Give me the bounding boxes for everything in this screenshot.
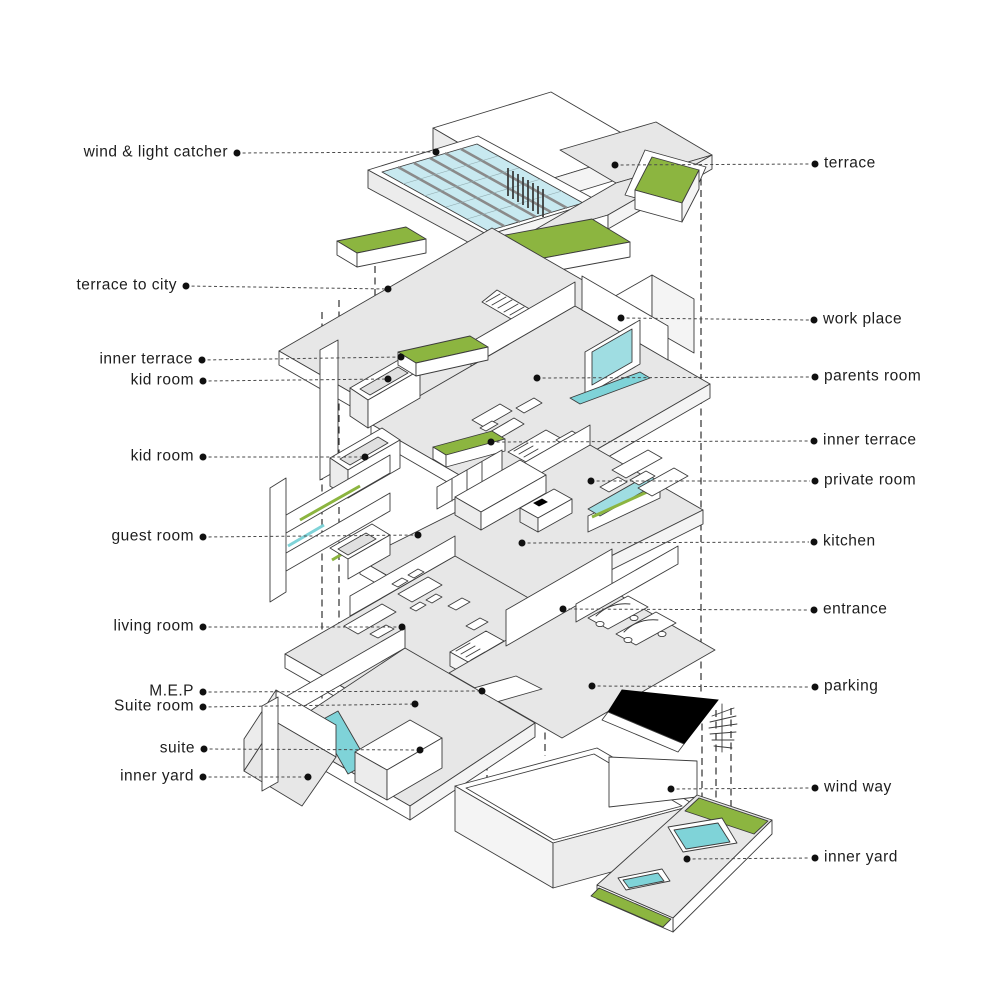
louver-slats: [508, 168, 543, 217]
label-kid-room-1: kid room: [130, 371, 194, 389]
leader-lines-right: [487, 160, 819, 863]
leader-entrance: [563, 609, 809, 610]
inner-yard-plate: [591, 795, 772, 932]
floor-ground: [244, 628, 772, 932]
leader-parents-room: [537, 377, 810, 378]
kitchen-island: [520, 489, 572, 532]
spiral-stairs: [709, 704, 737, 752]
yard-water-strip: [618, 869, 670, 890]
parents-window: [570, 320, 650, 404]
yard-planter-band-sw: [591, 888, 671, 927]
stair-guard-green: [433, 431, 505, 467]
leader-guest-room: [203, 535, 418, 537]
label-work-place: work place: [823, 310, 903, 328]
label-kid-room-2: kid room: [130, 447, 194, 465]
label-parents-room: parents room: [824, 367, 922, 385]
leader-suite-room: [203, 704, 415, 707]
terrace-planter: [625, 150, 706, 222]
label-terrace: terrace: [824, 154, 876, 172]
label-terrace-to-city: terrace to city: [76, 276, 177, 294]
building-axonometric: [244, 92, 772, 932]
leader-inner-yard-right: [687, 858, 810, 859]
label-inner-terrace-right: inner terrace: [823, 431, 917, 449]
label-inner-yard-right: inner yard: [824, 848, 898, 866]
kitchen-counters: [437, 450, 546, 530]
parking-ramp-black: [602, 690, 718, 752]
label-parking: parking: [824, 677, 879, 695]
roof-terrace: [512, 122, 712, 257]
label-kitchen: kitchen: [823, 532, 876, 550]
leader-lines-left: [182, 148, 486, 781]
label-living-room: living room: [113, 617, 194, 635]
label-suite-room: Suite room: [114, 697, 194, 715]
leader-mep: [203, 691, 482, 692]
suite-box: [355, 720, 442, 800]
leader-wind-light-catcher: [237, 152, 436, 153]
label-private-room: private room: [824, 471, 917, 489]
private-room-sofas: [600, 450, 688, 496]
label-inner-terrace-left: inner terrace: [99, 350, 193, 368]
suite-wing: [244, 628, 535, 820]
label-inner-yard-left: inner yard: [120, 767, 194, 785]
label-wind-way: wind way: [824, 778, 892, 796]
leader-suite: [204, 749, 420, 750]
parents-sofa-set: [472, 398, 542, 438]
cars: [588, 596, 676, 645]
rear-wall: [350, 536, 455, 616]
label-guest-room: guest room: [111, 527, 194, 545]
garage-back-wall: [576, 546, 678, 622]
leader-wind-way: [671, 788, 810, 789]
yard-pool: [668, 818, 737, 852]
leader-parking: [592, 686, 810, 687]
label-mep: M.E.P: [149, 682, 194, 700]
leader-terrace: [615, 164, 810, 165]
leader-inner-terrace-right: [491, 441, 809, 442]
label-suite: suite: [159, 739, 195, 757]
yard-planter-band-ne: [685, 798, 768, 834]
label-entrance: entrance: [823, 600, 888, 618]
leader-kid-room-1: [203, 379, 388, 381]
label-wind-light-catcher: wind & light catcher: [83, 143, 228, 161]
leader-terrace-to-city: [186, 286, 388, 289]
